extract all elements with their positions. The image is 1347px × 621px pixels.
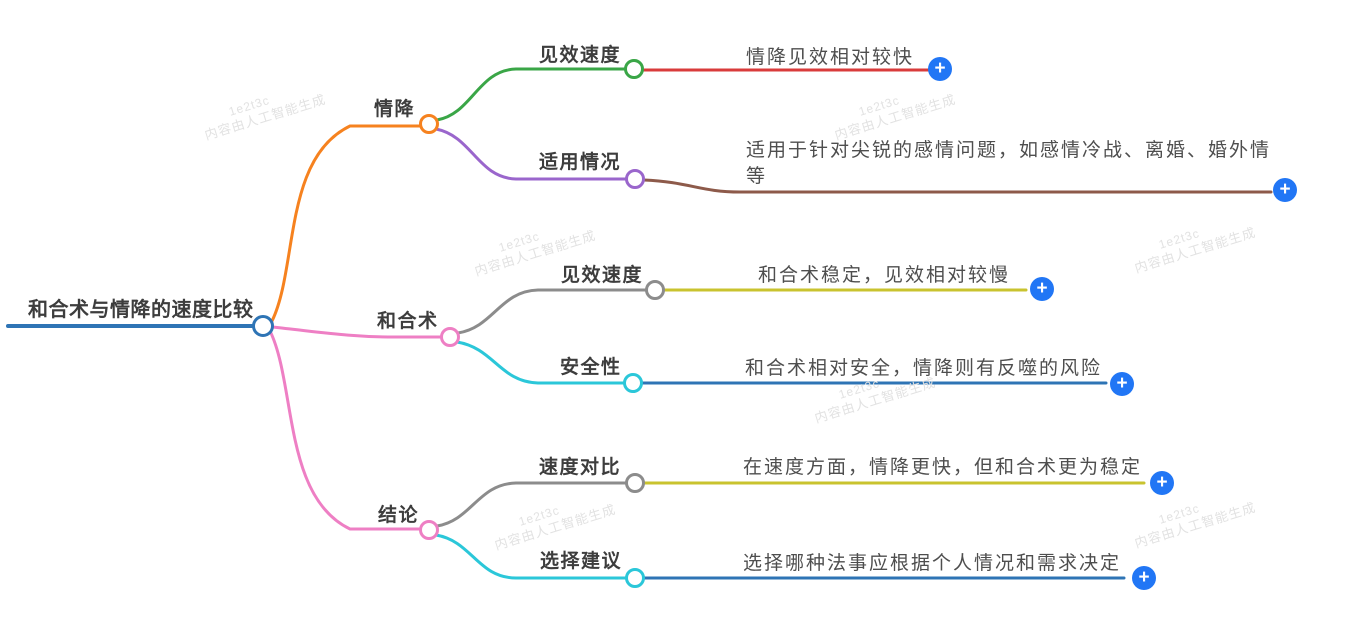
leaf-xuanzejianyi[interactable]: 选择哪种法事应根据个人情况和需求决定	[743, 553, 1122, 574]
add-child-button[interactable]: +	[928, 57, 952, 81]
connector-shiyongqingkuang-leaf	[642, 178, 1273, 194]
jianxiaosudu-top-node-toggle[interactable]	[624, 59, 644, 79]
add-child-button[interactable]: +	[1110, 372, 1134, 396]
qingjiang-node-toggle[interactable]	[419, 114, 439, 134]
add-child-button[interactable]: +	[1150, 471, 1174, 495]
jianxiaosudu-mid-node-toggle[interactable]	[645, 280, 665, 300]
leaf-heheshu-jianxiao[interactable]: 和合术稳定，见效相对较慢	[758, 265, 1011, 286]
root-node-toggle[interactable]	[252, 315, 274, 337]
connector-qingjiang-shiyongqingkuang	[434, 127, 628, 181]
leaf-shiyongqingkuang[interactable]: 适用于针对尖锐的感情问题，如感情冷战、离婚、婚外情等	[746, 140, 1272, 187]
leaf-anquanxing[interactable]: 和合术相对安全，情降则有反噬的风险	[745, 358, 1103, 379]
connector-heheshu-anquanxing	[455, 340, 626, 385]
node-anquanxing-label[interactable]: 安全性	[560, 357, 622, 378]
jielun-node-toggle[interactable]	[419, 520, 439, 540]
heheshu-node-toggle[interactable]	[440, 327, 460, 347]
connector-root-jielun	[268, 329, 422, 531]
shiyongqingkuang-node-toggle[interactable]	[625, 169, 645, 189]
leaf-qingjiang-jianxiao[interactable]: 情降见效相对较快	[746, 47, 915, 68]
branch-heheshu-label[interactable]: 和合术	[377, 311, 439, 332]
leaf-sududuibi[interactable]: 在速度方面，情降更快，但和合术更为稳定	[743, 457, 1143, 478]
branch-jielun-label[interactable]: 结论	[378, 505, 420, 526]
connector-jielun-sududuibi	[435, 481, 628, 528]
add-child-button[interactable]: +	[1132, 566, 1156, 590]
connector-root-heheshu	[270, 325, 443, 339]
anquanxing-node-toggle[interactable]	[623, 373, 643, 393]
node-jianxiaosudu-top-label[interactable]: 见效速度	[539, 45, 622, 66]
sududuibi-node-toggle[interactable]	[625, 473, 645, 493]
node-jianxiaosudu-mid-label[interactable]: 见效速度	[561, 265, 644, 286]
branch-qingjiang-label[interactable]: 情降	[374, 99, 416, 120]
root-node-label[interactable]: 和合术与情降的速度比较	[28, 299, 254, 321]
node-sududuibi-label[interactable]: 速度对比	[539, 457, 622, 478]
xuanzejianyi-node-toggle[interactable]	[625, 568, 645, 588]
node-xuanzejianyi-label[interactable]: 选择建议	[540, 551, 623, 572]
add-child-button[interactable]: +	[1273, 178, 1297, 202]
connector-heheshu-jianxiaosudu	[456, 288, 648, 335]
connector-jielun-xuanzejianyi	[434, 533, 628, 580]
add-child-button[interactable]: +	[1030, 277, 1054, 301]
connector-root-qingjiang	[270, 124, 423, 323]
node-shiyongqingkuang-label[interactable]: 适用情况	[539, 152, 622, 173]
connector-qingjiang-jianxiaosudu	[435, 67, 627, 122]
